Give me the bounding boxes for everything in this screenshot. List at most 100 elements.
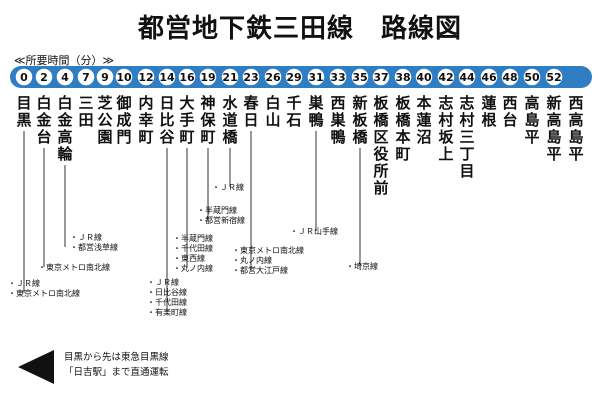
station-marker xyxy=(263,67,283,87)
transfer-line-label: ・ＪＲ線 xyxy=(212,182,244,192)
station-name-char: 西 xyxy=(502,94,517,112)
station-name-char: 三 xyxy=(78,94,93,112)
travel-minutes: 21 xyxy=(222,71,237,84)
left-arrow-icon xyxy=(18,350,54,384)
station-name-char: 役 xyxy=(373,145,388,163)
station-name-char: 志 xyxy=(438,94,453,112)
station-name-char: 三 xyxy=(459,128,474,146)
transfer-line-label: ・半蔵門線 xyxy=(173,233,213,243)
station-name-char: 西 xyxy=(568,94,583,112)
station-name-char: 坂 xyxy=(438,128,454,146)
station-name-char: 町 xyxy=(179,128,194,146)
station-marker xyxy=(500,67,520,87)
station-name-char: 日 xyxy=(243,111,258,129)
station-marker xyxy=(76,67,96,87)
station-name-char: 町 xyxy=(138,128,153,146)
transfer-line-label: ・都営大江戸線 xyxy=(232,265,288,275)
station-marker xyxy=(436,67,456,87)
station-name-char: 御 xyxy=(115,94,131,112)
station-name-char: 板 xyxy=(395,94,411,112)
travel-minutes: 52 xyxy=(546,71,561,84)
station-name-char: 沼 xyxy=(416,128,431,146)
station-name-char: 前 xyxy=(373,179,388,197)
station-name-char: 内 xyxy=(138,94,153,112)
station-marker xyxy=(479,67,499,87)
transfer-line-label: ・ＪＲ山手線 xyxy=(290,226,338,236)
travel-minutes: 10 xyxy=(116,71,132,84)
station-name-char: 道 xyxy=(222,111,237,129)
station-name-char: 公 xyxy=(97,111,112,129)
station-name-char: 保 xyxy=(199,111,216,129)
station-marker xyxy=(284,67,304,87)
station-name-char: 幸 xyxy=(138,111,153,129)
station-name-char: 目 xyxy=(16,94,31,112)
transfer-line-label: ・東西線 xyxy=(173,253,205,263)
travel-minutes: 35 xyxy=(352,71,367,84)
station-marker xyxy=(522,67,542,87)
station-marker xyxy=(95,67,115,87)
travel-minutes: 9 xyxy=(101,71,109,84)
station-name-char: 蓮 xyxy=(416,111,431,129)
station-name-char: 白 xyxy=(265,94,280,112)
station-name-char: 橋 xyxy=(222,128,238,146)
transfer-line-label: ・千代田線 xyxy=(173,243,213,253)
station-name-char: 平 xyxy=(568,145,583,163)
station-name-char: 金 xyxy=(56,111,73,129)
diagram-title: 都営地下鉄三田線 路線図 xyxy=(137,14,462,44)
station-name-char: 新 xyxy=(546,94,561,112)
station-name-char: 町 xyxy=(200,128,215,146)
station-name-char: 橋 xyxy=(395,111,411,129)
station-name-char: 高 xyxy=(546,111,561,129)
station-name-char: 西 xyxy=(330,94,345,112)
station-name-char: 水 xyxy=(222,94,238,112)
station-name-char: 平 xyxy=(546,145,561,163)
station-name-char: 手 xyxy=(179,111,194,129)
station-name-char: 板 xyxy=(373,94,389,112)
travel-minutes: 42 xyxy=(438,71,453,84)
station-name-char: 志 xyxy=(459,94,474,112)
station-name-char: 巣 xyxy=(307,94,324,112)
station-name-char: 芝 xyxy=(97,94,112,112)
station-name-char: 台 xyxy=(502,111,517,129)
travel-minutes: 2 xyxy=(40,71,48,84)
transfer-line-label: ・半蔵門線 xyxy=(197,205,237,215)
station-marker xyxy=(220,67,240,87)
travel-minutes: 44 xyxy=(459,71,475,84)
station-marker xyxy=(241,67,261,87)
travel-minutes: 26 xyxy=(265,71,281,84)
station-name-char: 門 xyxy=(116,128,131,146)
station-name-char: 区 xyxy=(373,128,388,146)
station-marker xyxy=(350,67,370,87)
minutes-label: ≪所要時間（分）≫ xyxy=(14,54,115,67)
station-name-char: 根 xyxy=(481,111,496,129)
station-marker xyxy=(136,67,156,87)
station-marker xyxy=(457,67,477,87)
travel-minutes: 0 xyxy=(20,71,28,84)
station-name-char: 成 xyxy=(116,111,131,129)
travel-minutes: 50 xyxy=(524,71,540,84)
station-name-char: 平 xyxy=(524,128,539,146)
station-marker xyxy=(34,67,54,87)
station-name-char: 村 xyxy=(459,111,474,129)
station-marker xyxy=(114,67,134,87)
station-name-char: 山 xyxy=(265,111,280,129)
station-marker xyxy=(414,67,434,87)
travel-minutes: 14 xyxy=(159,71,175,84)
station-marker xyxy=(544,67,564,87)
travel-minutes: 37 xyxy=(373,71,388,84)
travel-minutes: 40 xyxy=(416,71,432,84)
station-name-char: 園 xyxy=(97,128,112,146)
station-name-char: 本 xyxy=(416,94,431,112)
station-name-char: 丁 xyxy=(459,145,474,163)
travel-minutes: 33 xyxy=(330,71,345,84)
station-name-char: 台 xyxy=(36,128,51,146)
station-name-char: 鴨 xyxy=(308,111,323,129)
transfer-line-label: ・都営浅草線 xyxy=(70,242,118,252)
travel-minutes: 46 xyxy=(481,71,497,84)
station-name-char: 金 xyxy=(35,111,52,129)
travel-minutes: 19 xyxy=(200,71,215,84)
transfer-line-label: ・東京メトロ南北線 xyxy=(232,245,304,255)
station-name-char: 石 xyxy=(285,111,301,129)
station-marker xyxy=(328,67,348,87)
